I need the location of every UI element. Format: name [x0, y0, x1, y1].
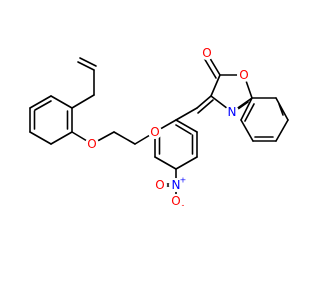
bond	[154, 156, 177, 170]
bond	[50, 131, 73, 145]
charge-label: -	[182, 201, 185, 210]
structure-canvas: O O N O O O N + O -	[29, 46, 289, 210]
bond	[113, 131, 136, 145]
bond	[34, 100, 52, 111]
bond	[197, 99, 214, 114]
bond	[77, 61, 95, 71]
charge-label: +	[180, 176, 187, 185]
bond	[240, 97, 253, 121]
bond	[175, 156, 198, 170]
atom-nitro-oxygen-bottom: O -	[169, 194, 185, 210]
atom-carbonyl-oxygen: O	[200, 46, 214, 60]
atom-label: O	[155, 178, 164, 192]
atom-label: O	[202, 46, 211, 60]
bond	[71, 94, 95, 109]
bond	[244, 103, 255, 122]
atom-ring-oxygen: O	[237, 68, 251, 82]
atom-labels: O O N O O O N + O -	[85, 46, 251, 210]
atom-label: N	[228, 105, 237, 119]
atom-label: O	[87, 137, 96, 151]
bond	[79, 57, 97, 67]
bond	[278, 103, 284, 116]
bond	[275, 119, 289, 142]
bond	[203, 57, 217, 79]
bond	[175, 124, 192, 135]
bond	[240, 119, 254, 142]
atom-ether-oxygen-2: O	[148, 125, 162, 139]
atom-ring-nitrogen: N	[225, 105, 239, 119]
bond	[29, 95, 52, 109]
atom-nitro-oxygen-top: O	[153, 178, 167, 192]
atom-label: O	[239, 68, 248, 82]
bond	[50, 95, 73, 109]
bond	[29, 131, 52, 145]
atom-label: N	[172, 178, 181, 192]
atom-label: O	[150, 125, 159, 139]
atom-label: O	[171, 194, 180, 208]
atom-nitro-nitrogen: N +	[169, 176, 187, 192]
bond	[196, 95, 212, 109]
bond	[275, 97, 289, 121]
atom-ether-oxygen-1: O	[85, 137, 99, 151]
bond	[175, 107, 198, 121]
bond	[175, 119, 198, 133]
bond	[210, 74, 221, 97]
